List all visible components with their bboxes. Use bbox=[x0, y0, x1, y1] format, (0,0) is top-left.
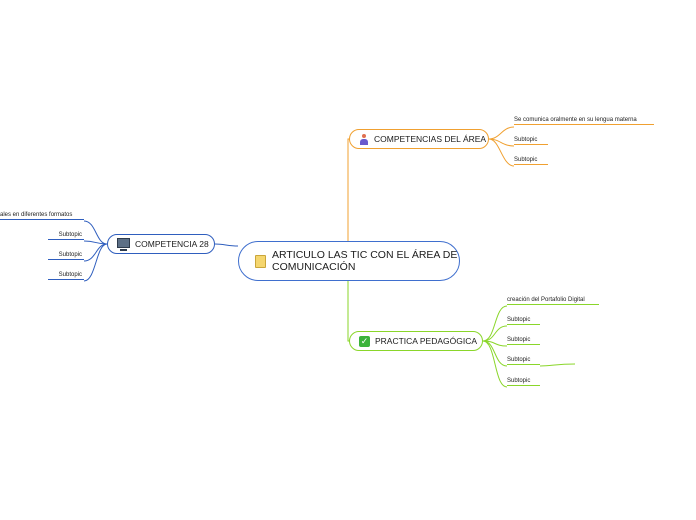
subtopic[interactable]: Subtopic bbox=[48, 271, 84, 280]
main-topic-practica[interactable]: ✓ PRACTICA PEDAGÓGICA bbox=[349, 331, 483, 351]
subtopic[interactable]: ales en diferentes formatos bbox=[0, 211, 84, 220]
subtopic[interactable]: Subtopic bbox=[514, 136, 548, 145]
subtopic[interactable]: Subtopic bbox=[507, 377, 540, 386]
subtopic[interactable]: Se comunica oralmente en su lengua mater… bbox=[514, 116, 654, 125]
connector-sub bbox=[83, 243, 108, 262]
main-topic-label: COMPETENCIA 28 bbox=[135, 239, 209, 249]
notebook-icon bbox=[255, 254, 266, 268]
main-topic-competencias[interactable]: COMPETENCIAS DEL ÁREA bbox=[349, 129, 489, 149]
connector-sub bbox=[539, 363, 576, 367]
main-topic-label: PRACTICA PEDAGÓGICA bbox=[375, 336, 478, 346]
connector-competencias bbox=[347, 138, 352, 241]
subtopic[interactable]: Subtopic bbox=[514, 156, 548, 165]
central-topic-label: ARTICULO LAS TIC CON EL ÁREA DE COMUNICA… bbox=[272, 249, 458, 273]
connector-sub bbox=[482, 340, 508, 388]
checkmark-icon: ✓ bbox=[359, 335, 370, 347]
connector-competencia28 bbox=[214, 243, 239, 247]
connector-sub bbox=[83, 240, 108, 245]
subtopic[interactable]: Subtopic bbox=[48, 251, 84, 260]
connector-sub bbox=[83, 243, 108, 282]
subtopic[interactable]: Subtopic bbox=[507, 316, 540, 325]
monitor-icon bbox=[117, 237, 130, 251]
connector-sub bbox=[482, 305, 508, 342]
person-icon bbox=[359, 133, 369, 145]
connector-sub bbox=[488, 126, 515, 140]
connector-sub bbox=[488, 138, 515, 167]
main-topic-label: COMPETENCIAS DEL ÁREA bbox=[374, 134, 487, 144]
subtopic[interactable]: Subtopic bbox=[507, 336, 540, 345]
subtopic[interactable]: creación del Portafolio Digital bbox=[507, 296, 599, 305]
connector-sub bbox=[482, 325, 508, 342]
central-topic[interactable]: ARTICULO LAS TIC CON EL ÁREA DE COMUNICA… bbox=[238, 241, 460, 281]
connector-practica bbox=[347, 281, 352, 342]
subtopic[interactable]: Subtopic bbox=[48, 231, 84, 240]
connector-sub bbox=[83, 220, 108, 245]
main-topic-competencia28[interactable]: COMPETENCIA 28 bbox=[107, 234, 215, 254]
subtopic[interactable]: Subtopic bbox=[507, 356, 540, 365]
